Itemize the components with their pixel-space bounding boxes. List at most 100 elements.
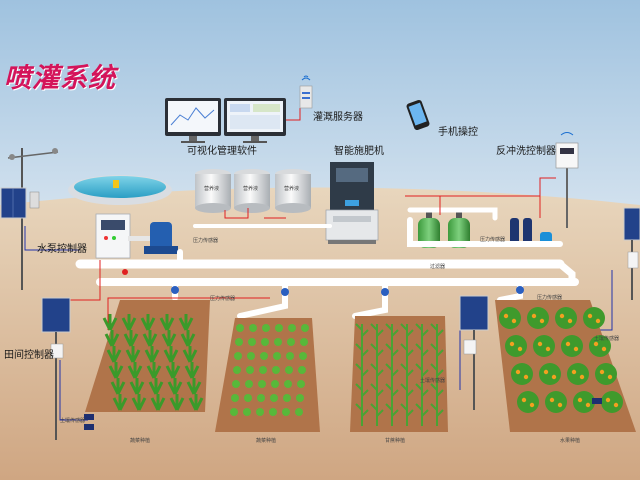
- plant: [244, 394, 252, 402]
- plant: [275, 324, 283, 332]
- plant: [601, 391, 623, 413]
- monitor-right: [224, 98, 286, 143]
- plant: [511, 363, 533, 385]
- plant: [260, 352, 268, 360]
- plant: [539, 318, 545, 324]
- plant: [296, 394, 304, 402]
- plant-group: [230, 324, 309, 416]
- plant: [415, 323, 429, 346]
- nutrient-tank-1: [195, 169, 231, 213]
- plant: [430, 363, 444, 386]
- plant: [297, 380, 305, 388]
- plant: [180, 330, 196, 347]
- plant: [573, 391, 595, 413]
- plant: [595, 318, 601, 324]
- plant: [557, 402, 563, 408]
- plant: [161, 330, 177, 347]
- plant: [561, 335, 583, 357]
- label-pressure-sensor-2: 压力传感器: [480, 237, 506, 243]
- plant: [102, 314, 118, 331]
- plant: [515, 369, 521, 375]
- plant: [245, 380, 253, 388]
- plant: [605, 397, 611, 403]
- plant: [232, 380, 240, 388]
- plant: [150, 394, 166, 411]
- plant: [400, 383, 414, 406]
- plant: [527, 307, 549, 329]
- plant: [299, 352, 307, 360]
- plant: [256, 408, 264, 416]
- plant: [539, 363, 561, 385]
- plant: [370, 403, 384, 426]
- pipe-valves: [122, 269, 524, 296]
- label-pressure-sensor-4: 压力传感器: [537, 295, 563, 301]
- plant: [430, 383, 444, 406]
- plant: [125, 346, 141, 363]
- plant: [355, 343, 369, 366]
- plant: [531, 313, 537, 319]
- label-tank-2: 营养液: [243, 186, 259, 192]
- water-pump: [128, 222, 178, 254]
- plant-group: [355, 323, 444, 426]
- plant: [288, 324, 296, 332]
- plant: [257, 394, 265, 402]
- plant: [159, 314, 175, 331]
- plant: [140, 314, 156, 331]
- plant: [106, 346, 122, 363]
- plant: [613, 402, 619, 408]
- plant: [283, 394, 291, 402]
- plant: [144, 346, 160, 363]
- plant: [505, 335, 527, 357]
- plant: [355, 403, 369, 426]
- plant: [247, 352, 255, 360]
- plant: [301, 324, 309, 332]
- plant: [286, 352, 294, 360]
- soil-sensors: [84, 398, 602, 430]
- plant: [131, 394, 147, 411]
- main-pipe-network: [75, 207, 579, 286]
- plant: [579, 374, 585, 380]
- plant: [121, 314, 137, 331]
- field-caption-4: 水果种植: [560, 438, 581, 444]
- plant: [246, 366, 254, 374]
- solar-panel-right: [623, 207, 640, 300]
- label-tank-3: 营养液: [284, 186, 300, 192]
- field-controller-mid: [459, 295, 489, 410]
- plant: [589, 335, 611, 357]
- plant: [595, 363, 617, 385]
- label-pump-controller: 水泵控制器: [37, 244, 87, 255]
- plant: [287, 338, 295, 346]
- field-caption-2: 蔬菜种植: [256, 438, 277, 444]
- plant: [593, 341, 599, 347]
- plant: [415, 403, 429, 426]
- field-controller-left: [41, 297, 71, 440]
- plant: [523, 374, 529, 380]
- plant: [415, 343, 429, 366]
- plant: [270, 394, 278, 402]
- label-soil-sensor-2: 土壤传感器: [420, 378, 446, 384]
- plant: [400, 343, 414, 366]
- plant: [385, 363, 399, 386]
- plant: [261, 338, 269, 346]
- plant: [400, 323, 414, 346]
- plant: [567, 318, 573, 324]
- plant: [385, 403, 399, 426]
- monitor-link-wire: [286, 108, 301, 121]
- plant: [300, 338, 308, 346]
- plant: [182, 346, 198, 363]
- plant: [355, 383, 369, 406]
- label-pressure-sensor-3: 压力传感器: [210, 296, 236, 302]
- plant: [188, 394, 204, 411]
- plant: [178, 314, 194, 331]
- label-phone-control: 手机操控: [438, 127, 478, 138]
- plant: [236, 324, 244, 332]
- plant: [587, 313, 593, 319]
- pump-controller-box: [95, 213, 131, 259]
- plant: [129, 378, 145, 395]
- plant: [565, 341, 571, 347]
- page-title: 喷灌系统: [4, 63, 116, 94]
- water-reservoir: [68, 175, 172, 205]
- plant: [511, 318, 517, 324]
- label-fertilizer-machine: 智能施肥机: [334, 146, 384, 157]
- plant: [258, 380, 266, 388]
